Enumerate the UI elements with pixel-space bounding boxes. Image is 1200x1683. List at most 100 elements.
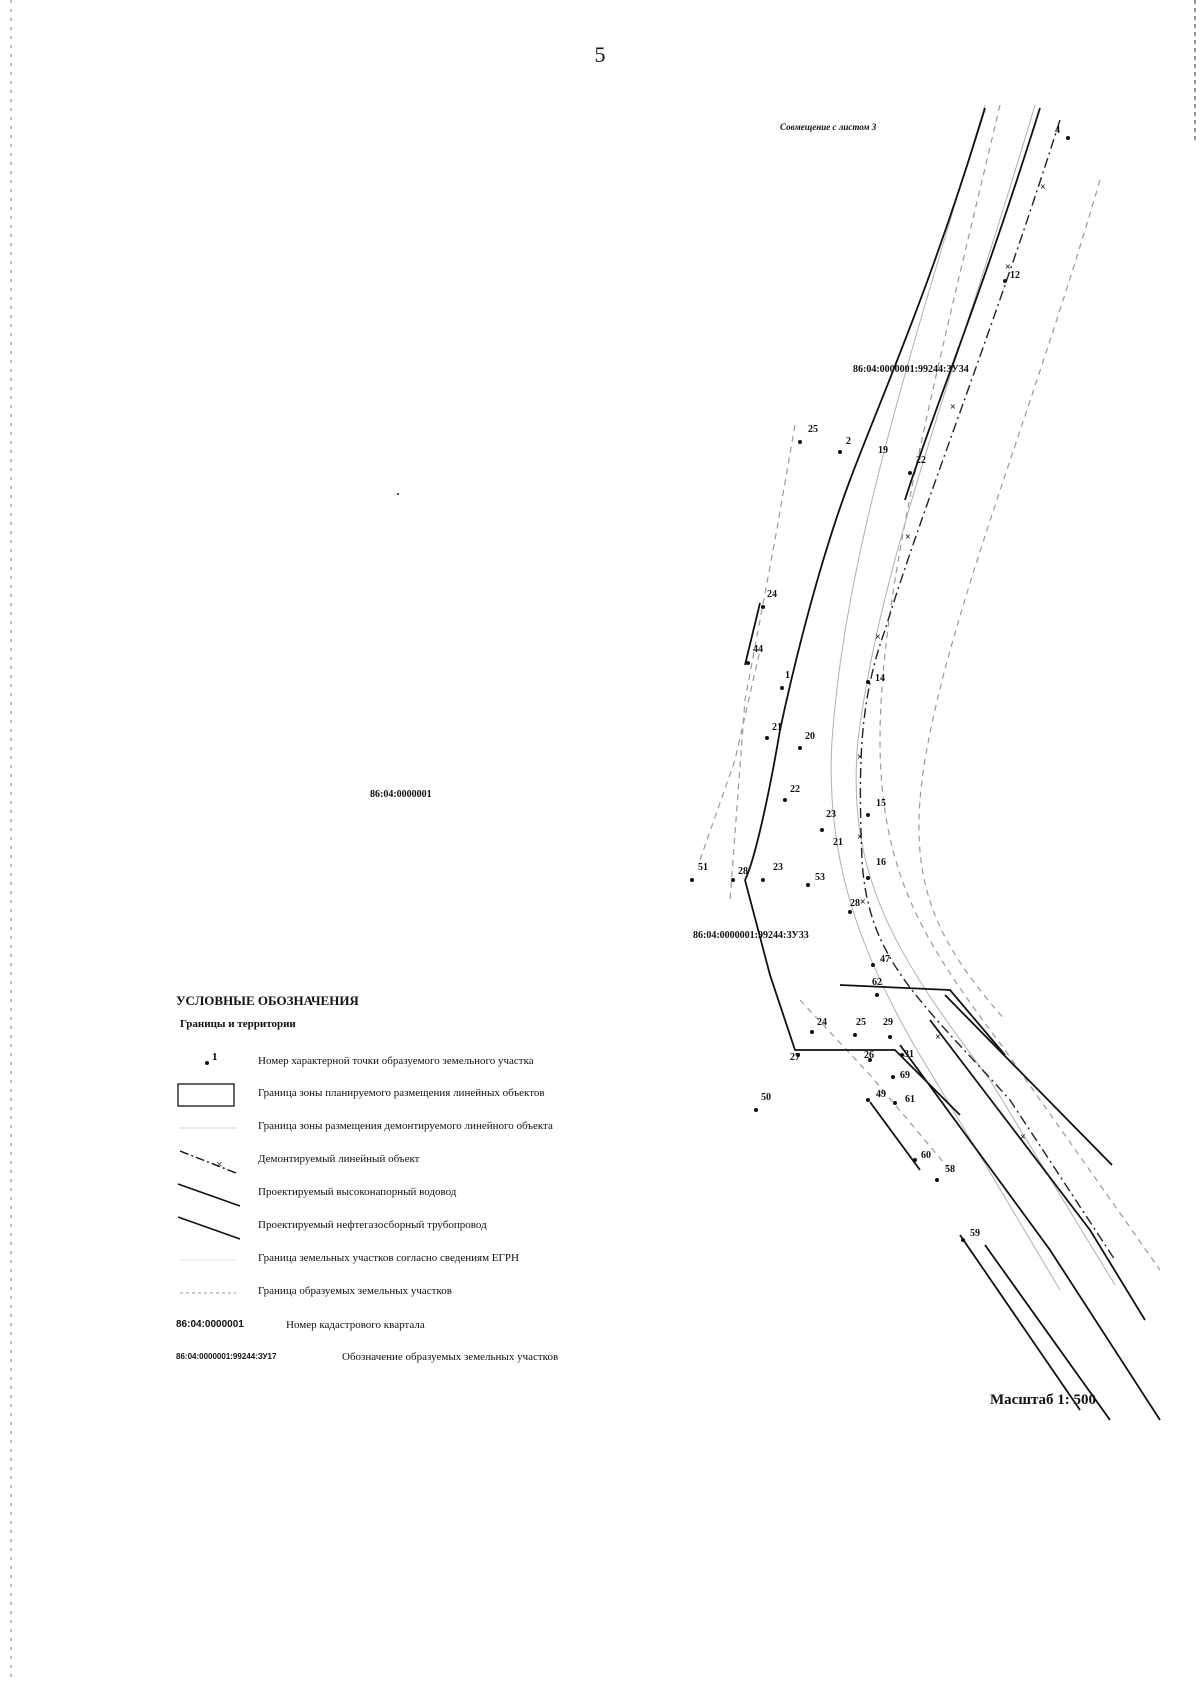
planned-zone-corner [839,984,1006,1056]
point-label: 58 [945,1164,955,1175]
point-label: 47 [880,954,890,965]
pipeline-lower-2 [929,1019,1146,1321]
stray-dot [397,493,399,495]
cadastral-quarter-label: 86:04:0000001 [370,789,432,800]
point-marker [798,746,802,750]
svg-text:1: 1 [212,1051,218,1063]
point-label: 23 [826,809,836,820]
planned-zone-bottom-2 [984,1244,1111,1421]
point-label: 22 [916,455,926,466]
point-marker [871,963,875,967]
point-label: 28 [850,898,860,909]
pipeline-water [744,107,986,881]
point-marker [806,883,810,887]
planned-zone-line [744,879,961,1116]
demolition-zone-line-1 [855,104,1116,1286]
point-labels: 4 12 25 2 19 22 24 44 1 14 21 20 22 23 1… [698,125,1060,1239]
legend-row-demolished-object: × Демонтируемый линейный объект [176,1147,696,1175]
x-mark-7: × [857,832,863,843]
point-label: 15 [876,798,886,809]
point-label: 24 [767,589,777,600]
pipeline-lower-1 [899,1044,1161,1421]
x-mark-9: × [935,1032,941,1043]
legend-code: 86:04:0000001 [176,1319,244,1330]
point-label: 2 [846,436,851,447]
point-marker [866,1098,870,1102]
pipeline-lower-3 [944,994,1113,1166]
point-label: 14 [875,673,885,684]
point-marker [891,1075,895,1079]
point-label: 53 [815,872,825,883]
demolished-line-object [859,119,1116,1261]
point-marker [900,1053,904,1057]
point-number-symbol: 1 [205,1051,218,1065]
point-marker [866,876,870,880]
point-label: 61 [905,1094,915,1105]
egrn-line-a [879,104,1161,1271]
point-marker [798,440,802,444]
point-label: 24 [817,1017,827,1028]
oil-gas-pipeline-symbol [177,1216,241,1240]
point-marker [690,878,694,882]
demolished-x-marks: × × × × × × × × × × [857,182,1046,1143]
legend-row-demolition-zone: Граница зоны размещения демонтируемого л… [176,1114,696,1142]
demolition-zone [830,104,1116,1291]
demolition-zone-symbol [180,1127,236,1129]
legend-row-planned-zone: Граница зоны планируемого размещения лин… [176,1081,696,1109]
point-label: 51 [698,862,708,873]
planned-zone-symbol [177,1083,235,1107]
point-marker [838,450,842,454]
page-number: 5 [594,42,606,67]
legend-label: Обозначение образуемых земельных участко… [342,1351,559,1363]
planned-zone-boundary [744,602,1111,1421]
point-label: 29 [883,1017,893,1028]
match-note: Совмещение с листом 3 [780,122,877,132]
legend-label: Проектируемый высоконапорный водовод [258,1186,457,1198]
point-label: 31 [904,1049,914,1060]
point-marker [908,471,912,475]
point-marker [761,605,765,609]
svg-text:×: × [216,1157,223,1171]
point-label: 49 [876,1089,886,1100]
legend-row-cadastral-quarter: 86:04:0000001 Номер кадастрового квартал… [176,1313,696,1341]
point-label: 28 [738,866,748,877]
point-label: 44 [753,644,763,655]
point-marker [783,798,787,802]
egrn-boundaries [699,104,1161,1271]
point-label: 62 [872,977,882,988]
legend-title: УСЛОВНЫЕ ОБОЗНАЧЕНИЯ [176,993,359,1008]
parcel-label-zu34: 86:04:0000001:99244:ЗУ34 [853,364,969,375]
water-pipeline-symbol [177,1183,241,1207]
point-marker [765,736,769,740]
parcel-label-zu33: 86:04:0000001:99244:ЗУ33 [693,930,809,941]
point-marker [761,878,765,882]
x-mark-4: × [905,532,911,543]
legend-label: Граница зоны планируемого размещения лин… [258,1087,545,1099]
point-marker [796,1053,800,1057]
egrn-line-c [729,424,796,901]
legend-row-formed-parcels: Граница образуемых земельных участков [176,1279,696,1307]
point-label: 60 [921,1150,931,1161]
scan-edge-left [10,0,12,1683]
x-mark-1: × [1040,182,1046,193]
pipeline-oil-gas [904,107,1041,501]
legend-label: Граница образуемых земельных участков [258,1285,452,1297]
planned-zone-lower [869,1101,921,1171]
point-label: 27 [790,1052,800,1063]
point-markers [690,136,1070,1242]
point-marker [875,993,879,997]
point-marker [961,1238,965,1242]
egrn-boundary-symbol [180,1259,236,1261]
point-label: 59 [970,1228,980,1239]
x-mark-3: × [950,402,956,413]
point-label: 25 [808,424,818,435]
legend-label: Проектируемый нефтегазосборный трубопров… [258,1219,487,1231]
legend-row-water-pipeline: Проектируемый высоконапорный водовод [176,1180,696,1208]
point-marker [731,878,735,882]
legend-row-parcel-designation: 86:04:0000001:99244:ЗУ17 Обозначение обр… [176,1345,696,1373]
x-mark-6: × [857,752,863,763]
legend-label: Номер кадастрового квартала [286,1319,425,1331]
egrn-line-d [699,649,761,861]
point-marker [1066,136,1070,140]
point-marker [888,1035,892,1039]
